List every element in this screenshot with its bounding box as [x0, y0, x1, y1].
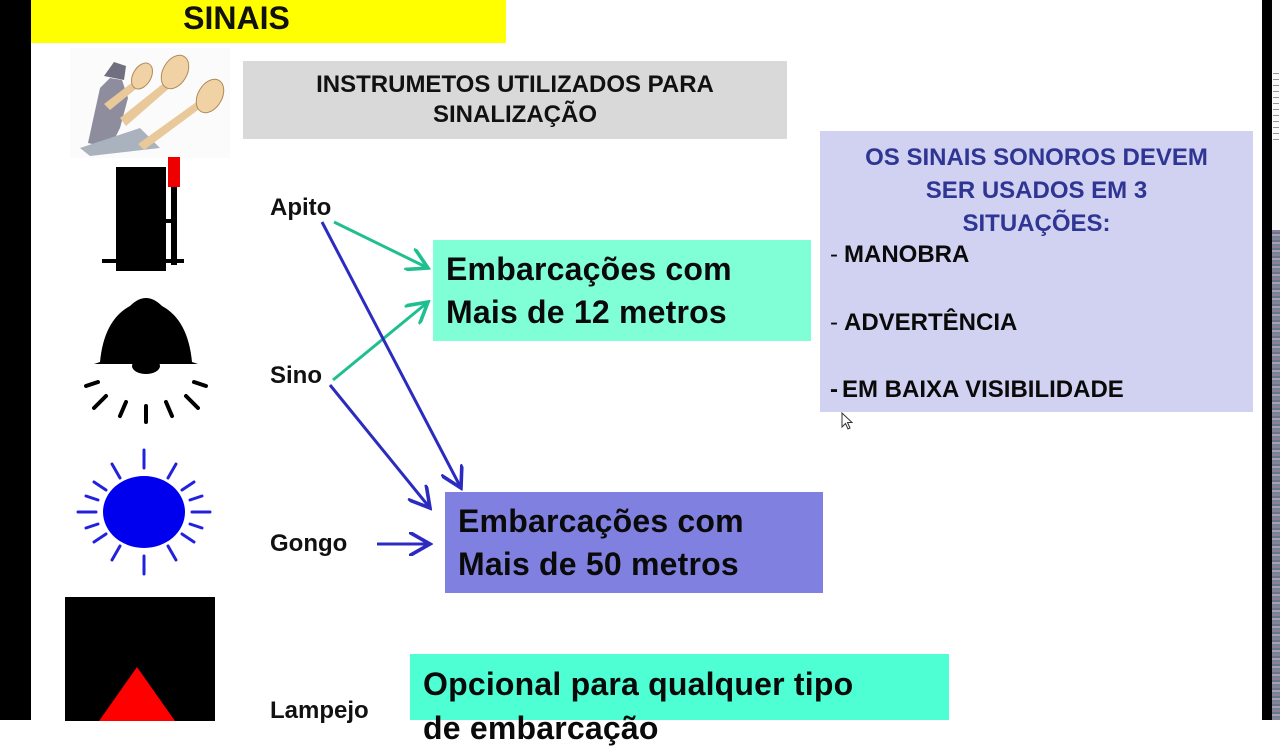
label-sino: Sino	[270, 362, 322, 389]
label-lampejo: Lampejo	[270, 697, 369, 724]
subtitle-line-2: SINALIZAÇÃO	[433, 101, 597, 128]
arrow-sino-to-50m	[328, 384, 430, 508]
box-optional-line-1: Opcional para qualquer tipo	[423, 666, 854, 702]
bell-icon	[84, 298, 208, 424]
subtitle-line-1: INSTRUMETOS UTILIZADOS PARA	[316, 71, 714, 98]
gong-icon	[76, 448, 212, 576]
sound-signals-info-box: OS SINAIS SONOROS DEVEM SER USADOS EM 3 …	[820, 131, 1253, 412]
label-apito: Apito	[270, 194, 332, 221]
box-12-line-1: Embarcações com	[446, 250, 732, 287]
left-black-border	[0, 0, 31, 720]
right-edge-strip	[1272, 0, 1280, 720]
info-heading-line-2: SER USADOS EM 3	[925, 177, 1148, 204]
whistle-icon	[102, 157, 184, 271]
info-item-baixa-visibilidade: -EM BAIXA VISIBILIDADE	[830, 376, 1124, 403]
box-50-line-1: Embarcações com	[458, 502, 744, 539]
info-item-manobra: -MANOBRA	[830, 241, 970, 268]
box-optional-any-vessel: Opcional para qualquer tipo de embarcaçã…	[410, 654, 949, 746]
slide-title: SINAIS	[183, 0, 290, 36]
arrow-apito-to-12m	[333, 220, 428, 268]
info-heading-line-3: SITUAÇÕES:	[962, 210, 1111, 237]
box-50-line-2: Mais de 50 metros	[458, 545, 739, 582]
info-item-advertencia: -ADVERTÊNCIA	[830, 309, 1018, 336]
info-heading-line-1: OS SINAIS SONOROS DEVEM	[865, 144, 1208, 171]
flash-light-icon	[65, 597, 215, 721]
label-gongo: Gongo	[270, 530, 348, 557]
title-banner: SINAIS	[31, 0, 506, 43]
horns-illustration-icon	[70, 48, 230, 158]
arrow-sino-to-12m	[332, 302, 428, 382]
box-over-50-meters: Embarcações com Mais de 50 metros	[445, 492, 823, 593]
right-black-border	[1262, 0, 1272, 720]
box-12-line-2: Mais de 12 metros	[446, 293, 727, 330]
box-over-12-meters: Embarcações com Mais de 12 metros	[433, 240, 811, 341]
mouse-cursor-icon	[841, 412, 854, 430]
box-optional-line-2: de embarcação	[423, 710, 659, 746]
subtitle-box: INSTRUMETOS UTILIZADOS PARA SINALIZAÇÃO	[243, 61, 787, 139]
